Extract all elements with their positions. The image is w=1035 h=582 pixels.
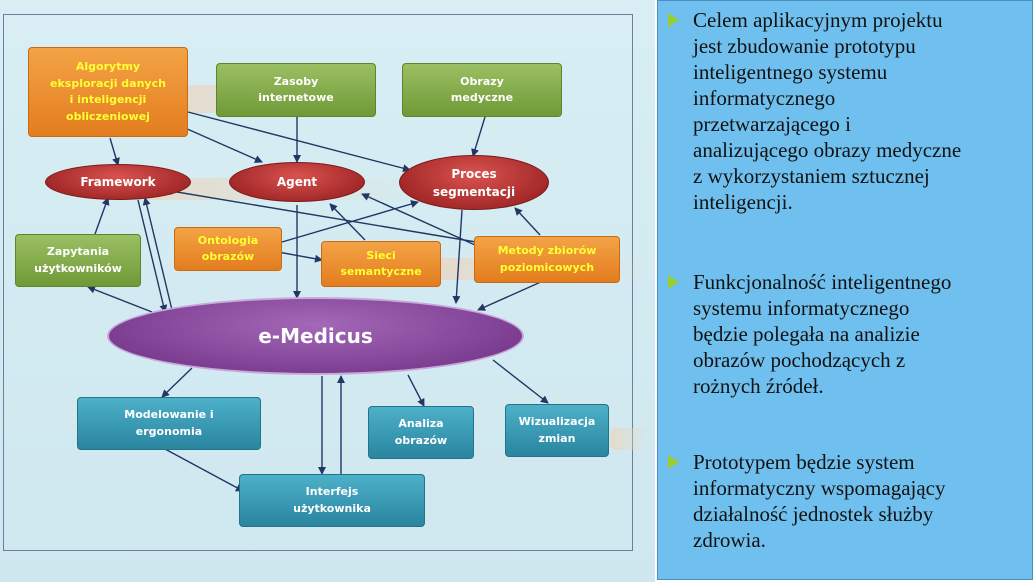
bullet-2: Funkcjonalność inteligentnego systemu in… <box>668 269 1028 399</box>
bullet-arrow-icon <box>668 13 679 27</box>
bullet-arrow-icon <box>668 455 679 469</box>
arrow-framework-emedicus <box>137 199 168 313</box>
arrow-emedicus-modelowanie <box>161 367 193 398</box>
arrow-obrazy-proces <box>471 116 486 157</box>
bullet-arrow-icon <box>668 275 679 289</box>
node-interfejs: Interfejs użytkownika <box>239 474 425 527</box>
arrow-sieci-agent <box>329 203 366 241</box>
arrow-ontologia-sieci <box>277 251 323 263</box>
arrow-metody-agent <box>361 193 476 246</box>
arrow-metody-proces <box>514 207 541 236</box>
node-proces: Proces segmentacji <box>399 155 549 210</box>
node-wizualizacja: Wizualizacja zmian <box>505 404 609 457</box>
bullet-text-3: Prototypem będzie system informatyczny w… <box>693 450 946 552</box>
node-obrazy-medyczne: Obrazy medyczne <box>402 63 562 117</box>
diagram-frame <box>3 14 633 551</box>
arrow-metody-framework <box>164 187 483 244</box>
node-emedicus: e-Medicus <box>107 297 524 375</box>
shadow-band-4 <box>610 428 650 450</box>
arrow-emedicus-wizualizacja <box>492 359 549 404</box>
node-agent: Agent <box>229 162 365 202</box>
text-panel: Celem aplikacyjnym projektu jest zbudowa… <box>657 0 1033 580</box>
node-algorytmy: Algorytmy eksploracji danych i inteligen… <box>28 47 188 137</box>
arrow-proces-emedicus <box>452 209 463 304</box>
arrow-emedicus-framework-1 <box>142 197 173 311</box>
arrow-modelowanie-interfejs <box>164 448 244 492</box>
bullet-1: Celem aplikacyjnym projektu jest zbudowa… <box>668 7 1028 215</box>
node-framework: Framework <box>45 164 191 200</box>
arrow-emedicus-zapytania <box>87 285 153 313</box>
arrow-algorytmy-agent <box>184 127 263 163</box>
node-analiza: Analiza obrazów <box>368 406 474 459</box>
arrow-emedicus-analiza <box>407 374 425 407</box>
diagram-panel: Algorytmy eksploracji danych i inteligen… <box>0 0 655 582</box>
node-zasoby: Zasoby internetowe <box>216 63 376 117</box>
arrow-zapytania-framework <box>94 197 110 235</box>
node-ontologia: Ontologia obrazów <box>174 227 282 271</box>
node-sieci: Sieci semantyczne <box>321 241 441 287</box>
arrow-algorytmy-framework <box>109 137 120 166</box>
node-modelowanie: Modelowanie i ergonomia <box>77 397 261 450</box>
bullet-text-2: Funkcjonalność inteligentnego systemu in… <box>693 270 952 398</box>
node-zapytania: Zapytania użytkowników <box>15 234 141 287</box>
bullet-3: Prototypem będzie system informatyczny w… <box>668 449 1028 553</box>
node-metody: Metody zbiorów poziomicowych <box>474 236 620 283</box>
arrow-ontologia-proces <box>281 200 419 243</box>
bullet-text-1: Celem aplikacyjnym projektu jest zbudowa… <box>693 8 962 214</box>
arrow-algorytmy-proces <box>187 111 411 173</box>
